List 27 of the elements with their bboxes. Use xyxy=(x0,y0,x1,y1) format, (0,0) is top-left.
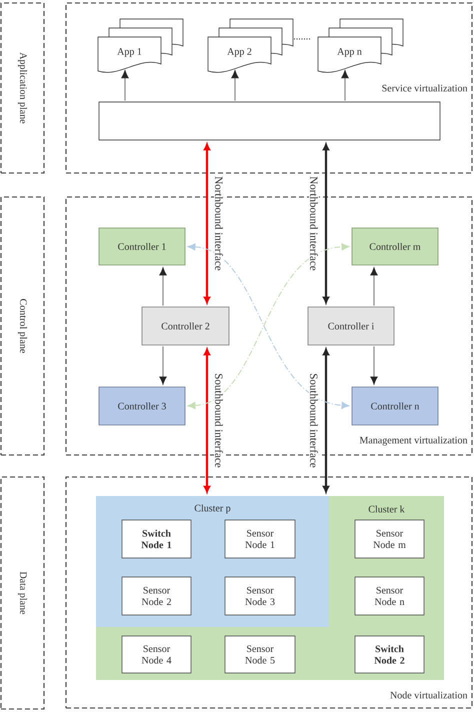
plane-band: Application plane xyxy=(0,2,45,174)
node-box: Sensor Node m xyxy=(354,520,424,558)
edge-label: Northbound interface xyxy=(214,175,224,272)
process-box xyxy=(98,102,440,140)
controller-box: Controller i xyxy=(308,306,394,346)
controller-box: Controller 2 xyxy=(142,306,230,346)
node-box: Sensor Node 5 xyxy=(224,636,296,674)
node-box: Sensor Node 4 xyxy=(122,636,192,674)
controller-box: Controller 1 xyxy=(98,228,186,266)
document-stack: App 1 xyxy=(98,18,184,73)
edge-label: Northbound interface xyxy=(309,175,319,272)
plane-band: Control plane xyxy=(0,196,45,456)
node-box: Sensor Node 1 xyxy=(224,520,296,558)
controller-box: Controller m xyxy=(352,228,438,266)
node-box: Sensor Node n xyxy=(354,576,424,616)
ellipsis-text: ....... xyxy=(294,38,310,40)
node-box: Sensor Node 3 xyxy=(224,576,296,616)
node-box: Sensor Node 2 xyxy=(122,576,192,616)
node-box: Switch Node 1 xyxy=(122,520,192,558)
controller-box: Controller 3 xyxy=(98,386,186,426)
node-box: Switch Node 2 xyxy=(354,636,424,674)
controller-box: Controller n xyxy=(352,386,438,426)
document-stack: App 2 xyxy=(208,18,294,73)
document-stack: App n xyxy=(318,18,404,73)
edge-label: Southbound interface xyxy=(214,372,224,469)
edge-label: Southbound interface xyxy=(309,372,319,469)
plane-band: Data plane xyxy=(0,476,45,710)
